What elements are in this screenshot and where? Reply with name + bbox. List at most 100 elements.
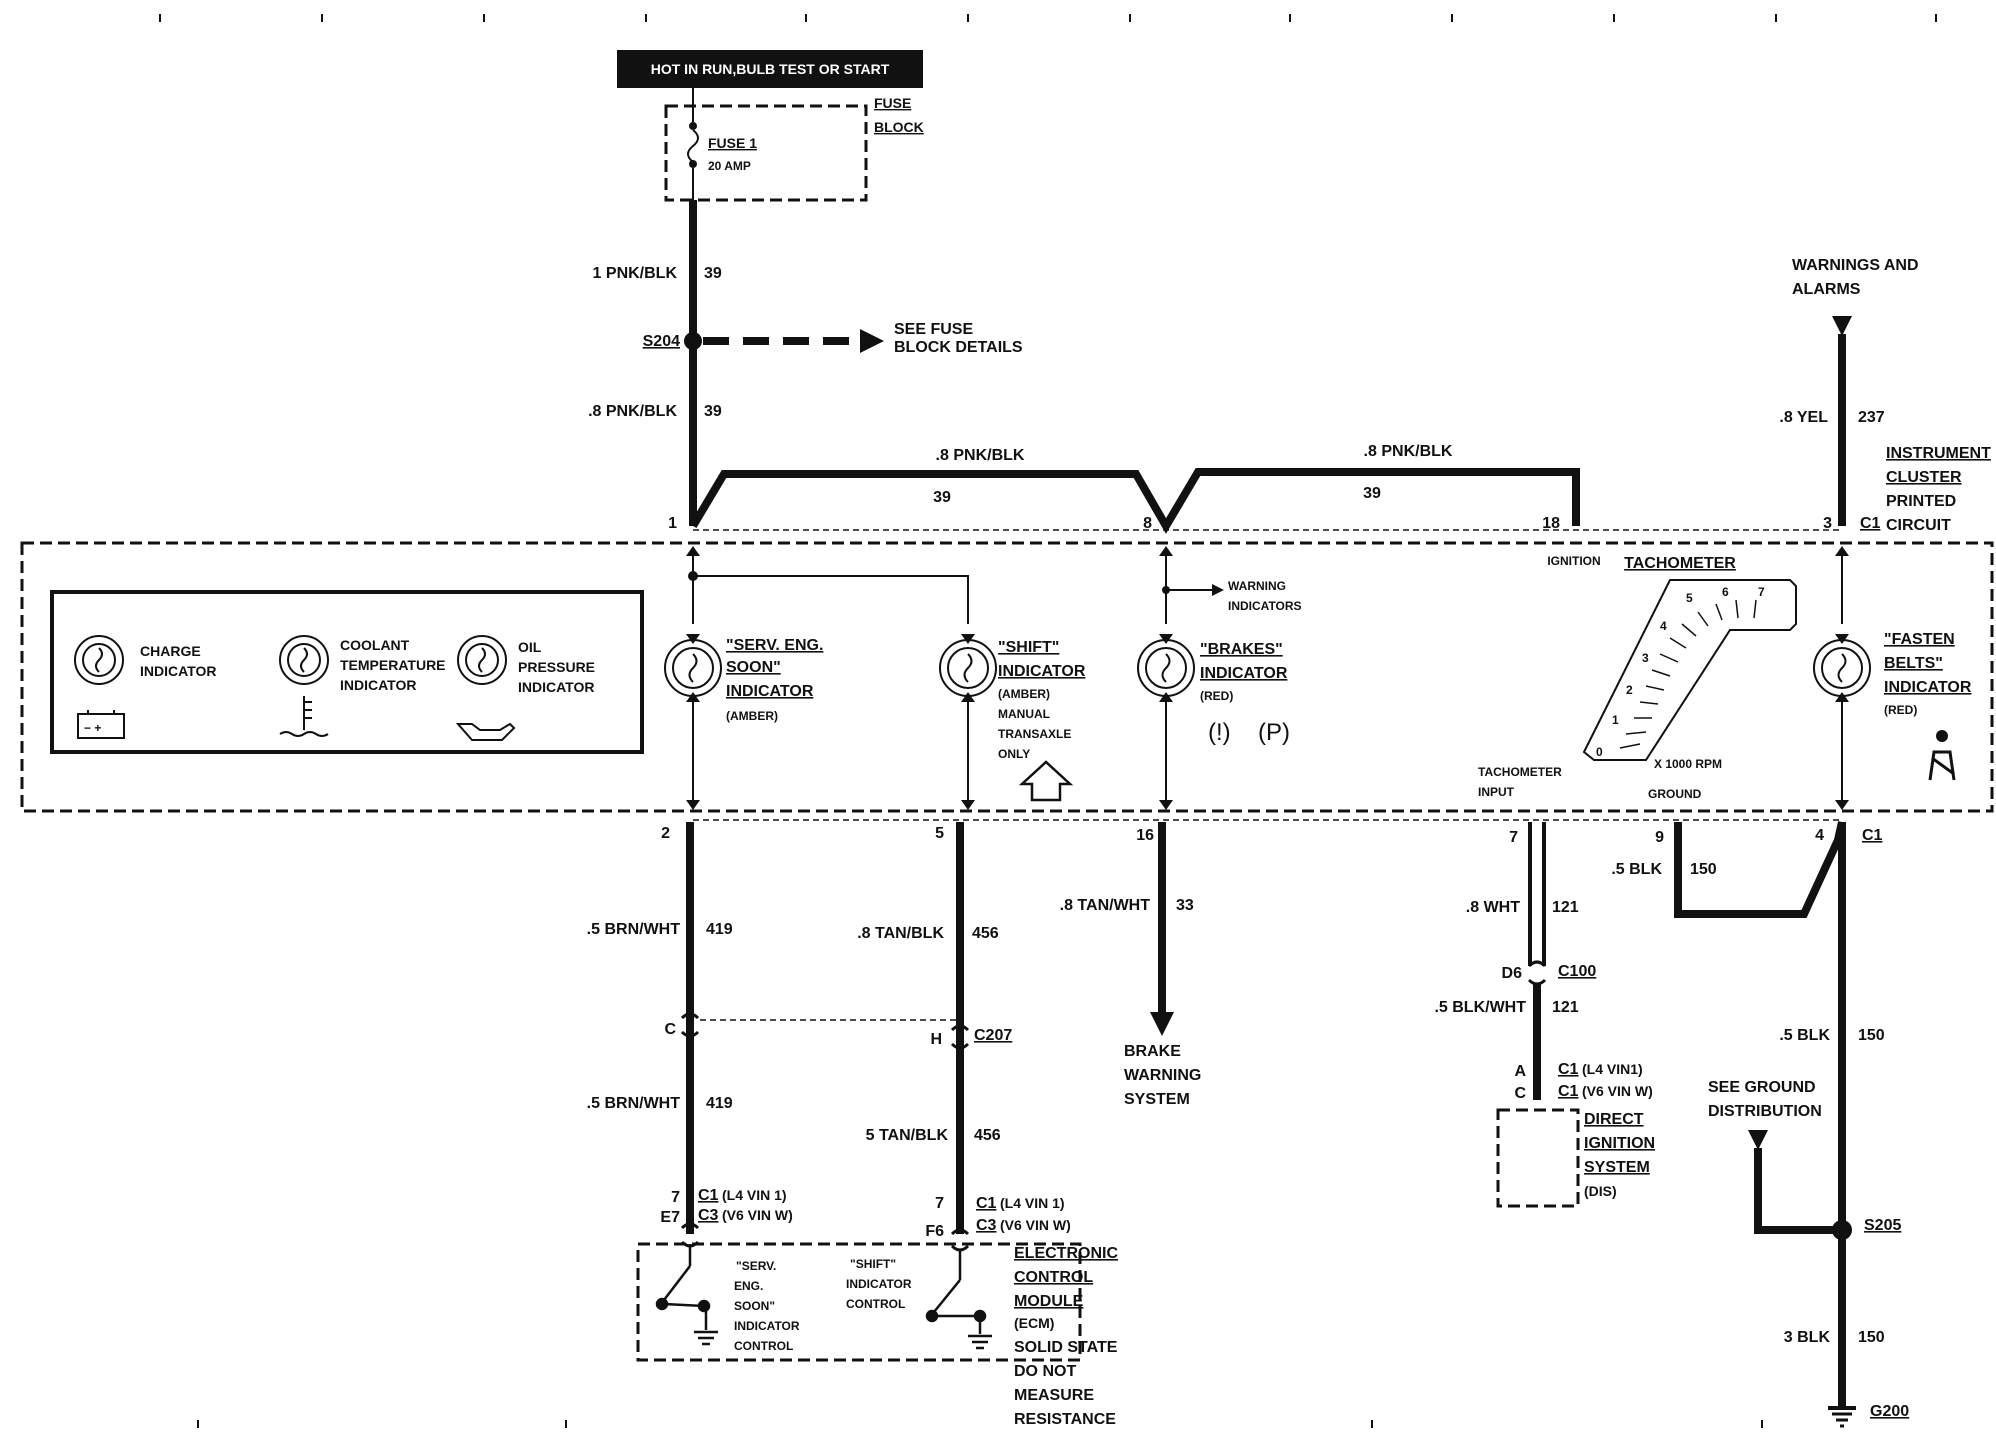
serv-3: INDICATOR — [726, 683, 814, 700]
tach-units: X 1000 RPM — [1654, 757, 1722, 771]
see-fuse-1: SEE FUSE — [894, 321, 973, 338]
pin-5: 5 — [935, 825, 944, 842]
dis-2: IGNITION — [1584, 1135, 1655, 1152]
brakes-1: "BRAKES" — [1200, 641, 1283, 658]
tach-tick-6: 6 — [1722, 585, 1729, 599]
fasten-3: INDICATOR — [1884, 679, 1972, 696]
bus-right-circuit: 39 — [1363, 485, 1381, 502]
dis-1: DIRECT — [1584, 1111, 1644, 1128]
fuse-name: FUSE 1 — [708, 135, 757, 151]
cluster-3: PRINTED — [1886, 493, 1956, 510]
legend-charge-1: CHARGE — [140, 643, 201, 659]
cluster-2: CLUSTER — [1886, 469, 1962, 486]
blkwht-gauge: .5 BLK/WHT — [1434, 999, 1526, 1016]
ecm-r-7: 7 — [935, 1195, 944, 1212]
ecm-serv-3: SOON" — [734, 1299, 775, 1313]
pin-8: 8 — [1143, 515, 1152, 532]
tach-tick-5: 5 — [1686, 591, 1693, 605]
ground-dist-2: DISTRIBUTION — [1708, 1103, 1822, 1120]
fuse-block-label-2: BLOCK — [874, 119, 924, 135]
coolant-indicator-icon — [279, 635, 329, 685]
legend-oil-1: OIL — [518, 639, 542, 655]
dis-c1-v6-txt: (V6 VIN W) — [1582, 1083, 1653, 1099]
ecm-r-c1-txt: (L4 VIN 1) — [1000, 1195, 1065, 1211]
blk1-circuit: 150 — [1690, 861, 1717, 878]
wht-gauge: .8 WHT — [1466, 899, 1520, 916]
shift-5: TRANSAXLE — [998, 727, 1071, 741]
ecm-r-f6: F6 — [925, 1223, 944, 1240]
conn-d6: D6 — [1502, 965, 1523, 982]
blk2-circuit: 150 — [1858, 1027, 1885, 1044]
splice-s205 — [1832, 1220, 1852, 1240]
see-fuse-2: BLOCK DETAILS — [894, 339, 1023, 356]
bus-left-circuit: 39 — [933, 489, 951, 506]
fuse-icon — [687, 129, 699, 163]
legend-coolant-3: INDICATOR — [340, 677, 416, 693]
ecm-box — [636, 1242, 1082, 1362]
pin-18: 18 — [1542, 515, 1560, 532]
supply-header: HOT IN RUN,BULB TEST OR START — [651, 61, 890, 77]
svg-text:− +: − + — [84, 721, 101, 735]
fuse-block — [664, 104, 868, 202]
tach-tick-7: 7 — [1758, 585, 1765, 599]
bus-left-gauge: .8 PNK/BLK — [936, 447, 1025, 464]
blkwht-circuit: 121 — [1552, 999, 1579, 1016]
legend-oil-3: INDICATOR — [518, 679, 594, 695]
yel-circuit: 237 — [1858, 409, 1885, 426]
tach-input-1: TACHOMETER — [1478, 765, 1562, 779]
bus-wire — [689, 468, 1580, 534]
upshift-arrow-icon — [1018, 760, 1074, 802]
pin-4: 4 — [1815, 827, 1824, 844]
pin-1: 1 — [668, 515, 677, 532]
thermometer-icon — [279, 696, 329, 737]
conn-c207: C207 — [974, 1027, 1012, 1044]
tach-scale — [1619, 599, 1757, 749]
feed-mid-circuit: 39 — [704, 403, 722, 420]
ecm-l-c3-txt: (V6 VIN W) — [722, 1207, 793, 1223]
legend-charge-2: INDICATOR — [140, 663, 216, 679]
battery-icon: − + — [77, 710, 125, 739]
shift-2: INDICATOR — [998, 663, 1086, 680]
shift-4: MANUAL — [998, 707, 1050, 721]
blk3-circuit: 150 — [1858, 1329, 1885, 1346]
ignition-label: IGNITION — [1547, 554, 1600, 568]
ground-label: GROUND — [1648, 787, 1702, 801]
tach-title: TACHOMETER — [1624, 555, 1736, 572]
serv-1: "SERV. ENG. — [726, 637, 823, 654]
pin-9: 9 — [1655, 829, 1664, 846]
tachometer-gauge — [1582, 579, 1797, 761]
tach-input-2: INPUT — [1478, 785, 1515, 799]
fuse-block-label-1: FUSE — [874, 95, 911, 111]
ecm-label-3: MODULE — [1014, 1293, 1084, 1310]
bus-right-gauge: .8 PNK/BLK — [1364, 443, 1453, 460]
ecm-r-c1: C1 — [976, 1195, 997, 1212]
ecm-l-c3: C3 — [698, 1207, 719, 1224]
legend-box — [50, 590, 644, 754]
tan-top-circuit: 456 — [972, 925, 999, 942]
charge-indicator-icon — [74, 635, 124, 685]
conn-c100: C100 — [1558, 963, 1596, 980]
ground-dist-1: SEE GROUND — [1708, 1079, 1816, 1096]
tach-tick-3: 3 — [1642, 651, 1649, 665]
brake-sys-2: WARNING — [1124, 1067, 1201, 1084]
frame-ticks — [159, 14, 1937, 22]
pin-2: 2 — [661, 825, 670, 842]
ecm-serv-2: ENG. — [734, 1279, 763, 1293]
ecm-serv-1: "SERV. — [736, 1259, 776, 1273]
serv-4: (AMBER) — [726, 709, 778, 723]
tach-tick-1: 1 — [1612, 713, 1619, 727]
ecm-label-2: CONTROL — [1014, 1269, 1093, 1286]
serv-2: SOON" — [726, 659, 781, 676]
frame-ticks-bottom — [197, 1420, 1763, 1428]
splice-s205-label: S205 — [1864, 1217, 1901, 1234]
seatbelt-icon — [1928, 730, 1956, 781]
tan-top-gauge: .8 TAN/BLK — [857, 925, 944, 942]
shift-indicator — [939, 634, 997, 702]
feed-mid-gauge: .8 PNK/BLK — [588, 403, 677, 420]
conn-c-dis: C — [1514, 1085, 1526, 1102]
cluster-1: INSTRUMENT — [1886, 445, 1991, 462]
tanwht-gauge: .8 TAN/WHT — [1060, 897, 1151, 914]
blk3-gauge: 3 BLK — [1784, 1329, 1831, 1346]
blk2-gauge: .5 BLK — [1779, 1027, 1830, 1044]
